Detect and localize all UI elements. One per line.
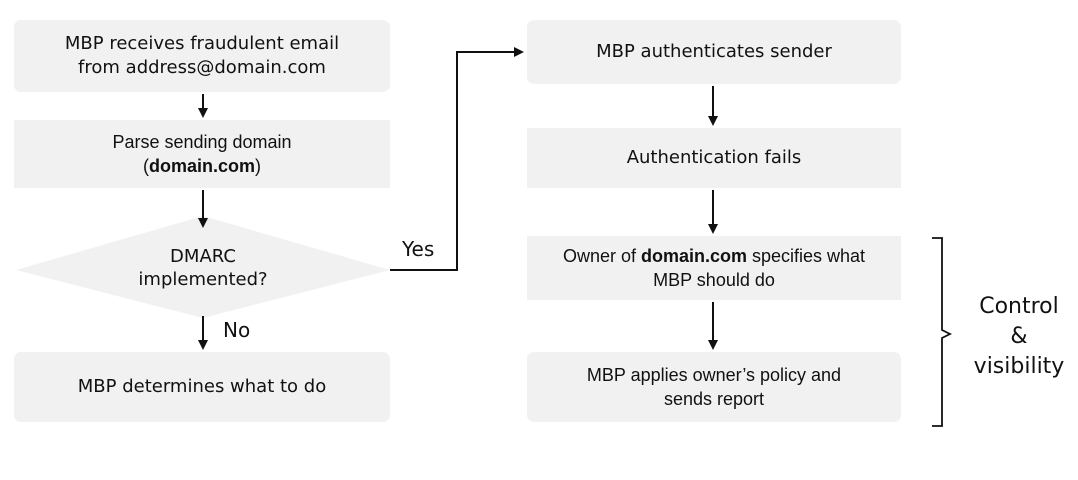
control-visibility-note: Control & visibility	[960, 292, 1078, 382]
step-authenticate-sender: MBP authenticates sender	[527, 20, 901, 84]
domain-bold: domain.com	[148, 156, 255, 176]
step-owner-specifies-line2: MBP should do	[653, 270, 775, 290]
step-parse-domain-line2: (domain.com)	[143, 154, 261, 178]
paren-close: )	[255, 156, 261, 176]
step-authenticate-sender-text: MBP authenticates sender	[596, 41, 832, 62]
step-receive-email-line2: from address@domain.com	[78, 57, 326, 78]
step-owner-specifies: Owner of domain.com specifies what MBP s…	[527, 236, 901, 300]
step-parse-domain: Parse sending domain (domain.com)	[14, 120, 390, 188]
decision-label: DMARC implemented?	[130, 245, 276, 291]
arrow-yes-to-authenticate	[390, 47, 524, 271]
control-note-line1: Control	[979, 294, 1059, 319]
control-note-line3: visibility	[973, 354, 1065, 379]
yes-label: Yes	[402, 237, 435, 261]
owner-domain-bold: domain.com	[640, 246, 747, 266]
no-label: No	[223, 318, 251, 342]
owner-suffix: specifies what	[746, 246, 866, 266]
decision-label-line2: implemented?	[138, 269, 268, 290]
step-authentication-fails: Authentication fails	[527, 128, 901, 188]
right-bracket	[932, 237, 953, 427]
step-mbp-determines-text: MBP determines what to do	[77, 376, 327, 397]
step-receive-email-line1: MBP receives fraudulent email	[64, 33, 340, 54]
decision-diamond	[16, 216, 390, 318]
step-authentication-fails-text: Authentication fails	[626, 147, 802, 168]
owner-prefix: Owner of	[562, 246, 641, 266]
step-receive-email: MBP receives fraudulent email from addre…	[14, 20, 390, 92]
control-note-line2: &	[1010, 324, 1028, 349]
step-apply-policy-line2: sends report	[663, 389, 765, 409]
step-mbp-determines: MBP determines what to do	[14, 352, 390, 422]
step-apply-policy: MBP applies owner’s policy and sends rep…	[527, 352, 901, 422]
step-owner-specifies-line1: Owner of domain.com specifies what	[563, 244, 865, 268]
step-parse-domain-line1: Parse sending domain	[112, 132, 292, 152]
decision-label-line1: DMARC	[170, 246, 236, 267]
paren-open: (	[142, 156, 149, 176]
step-apply-policy-line1: MBP applies owner’s policy and	[586, 365, 842, 385]
